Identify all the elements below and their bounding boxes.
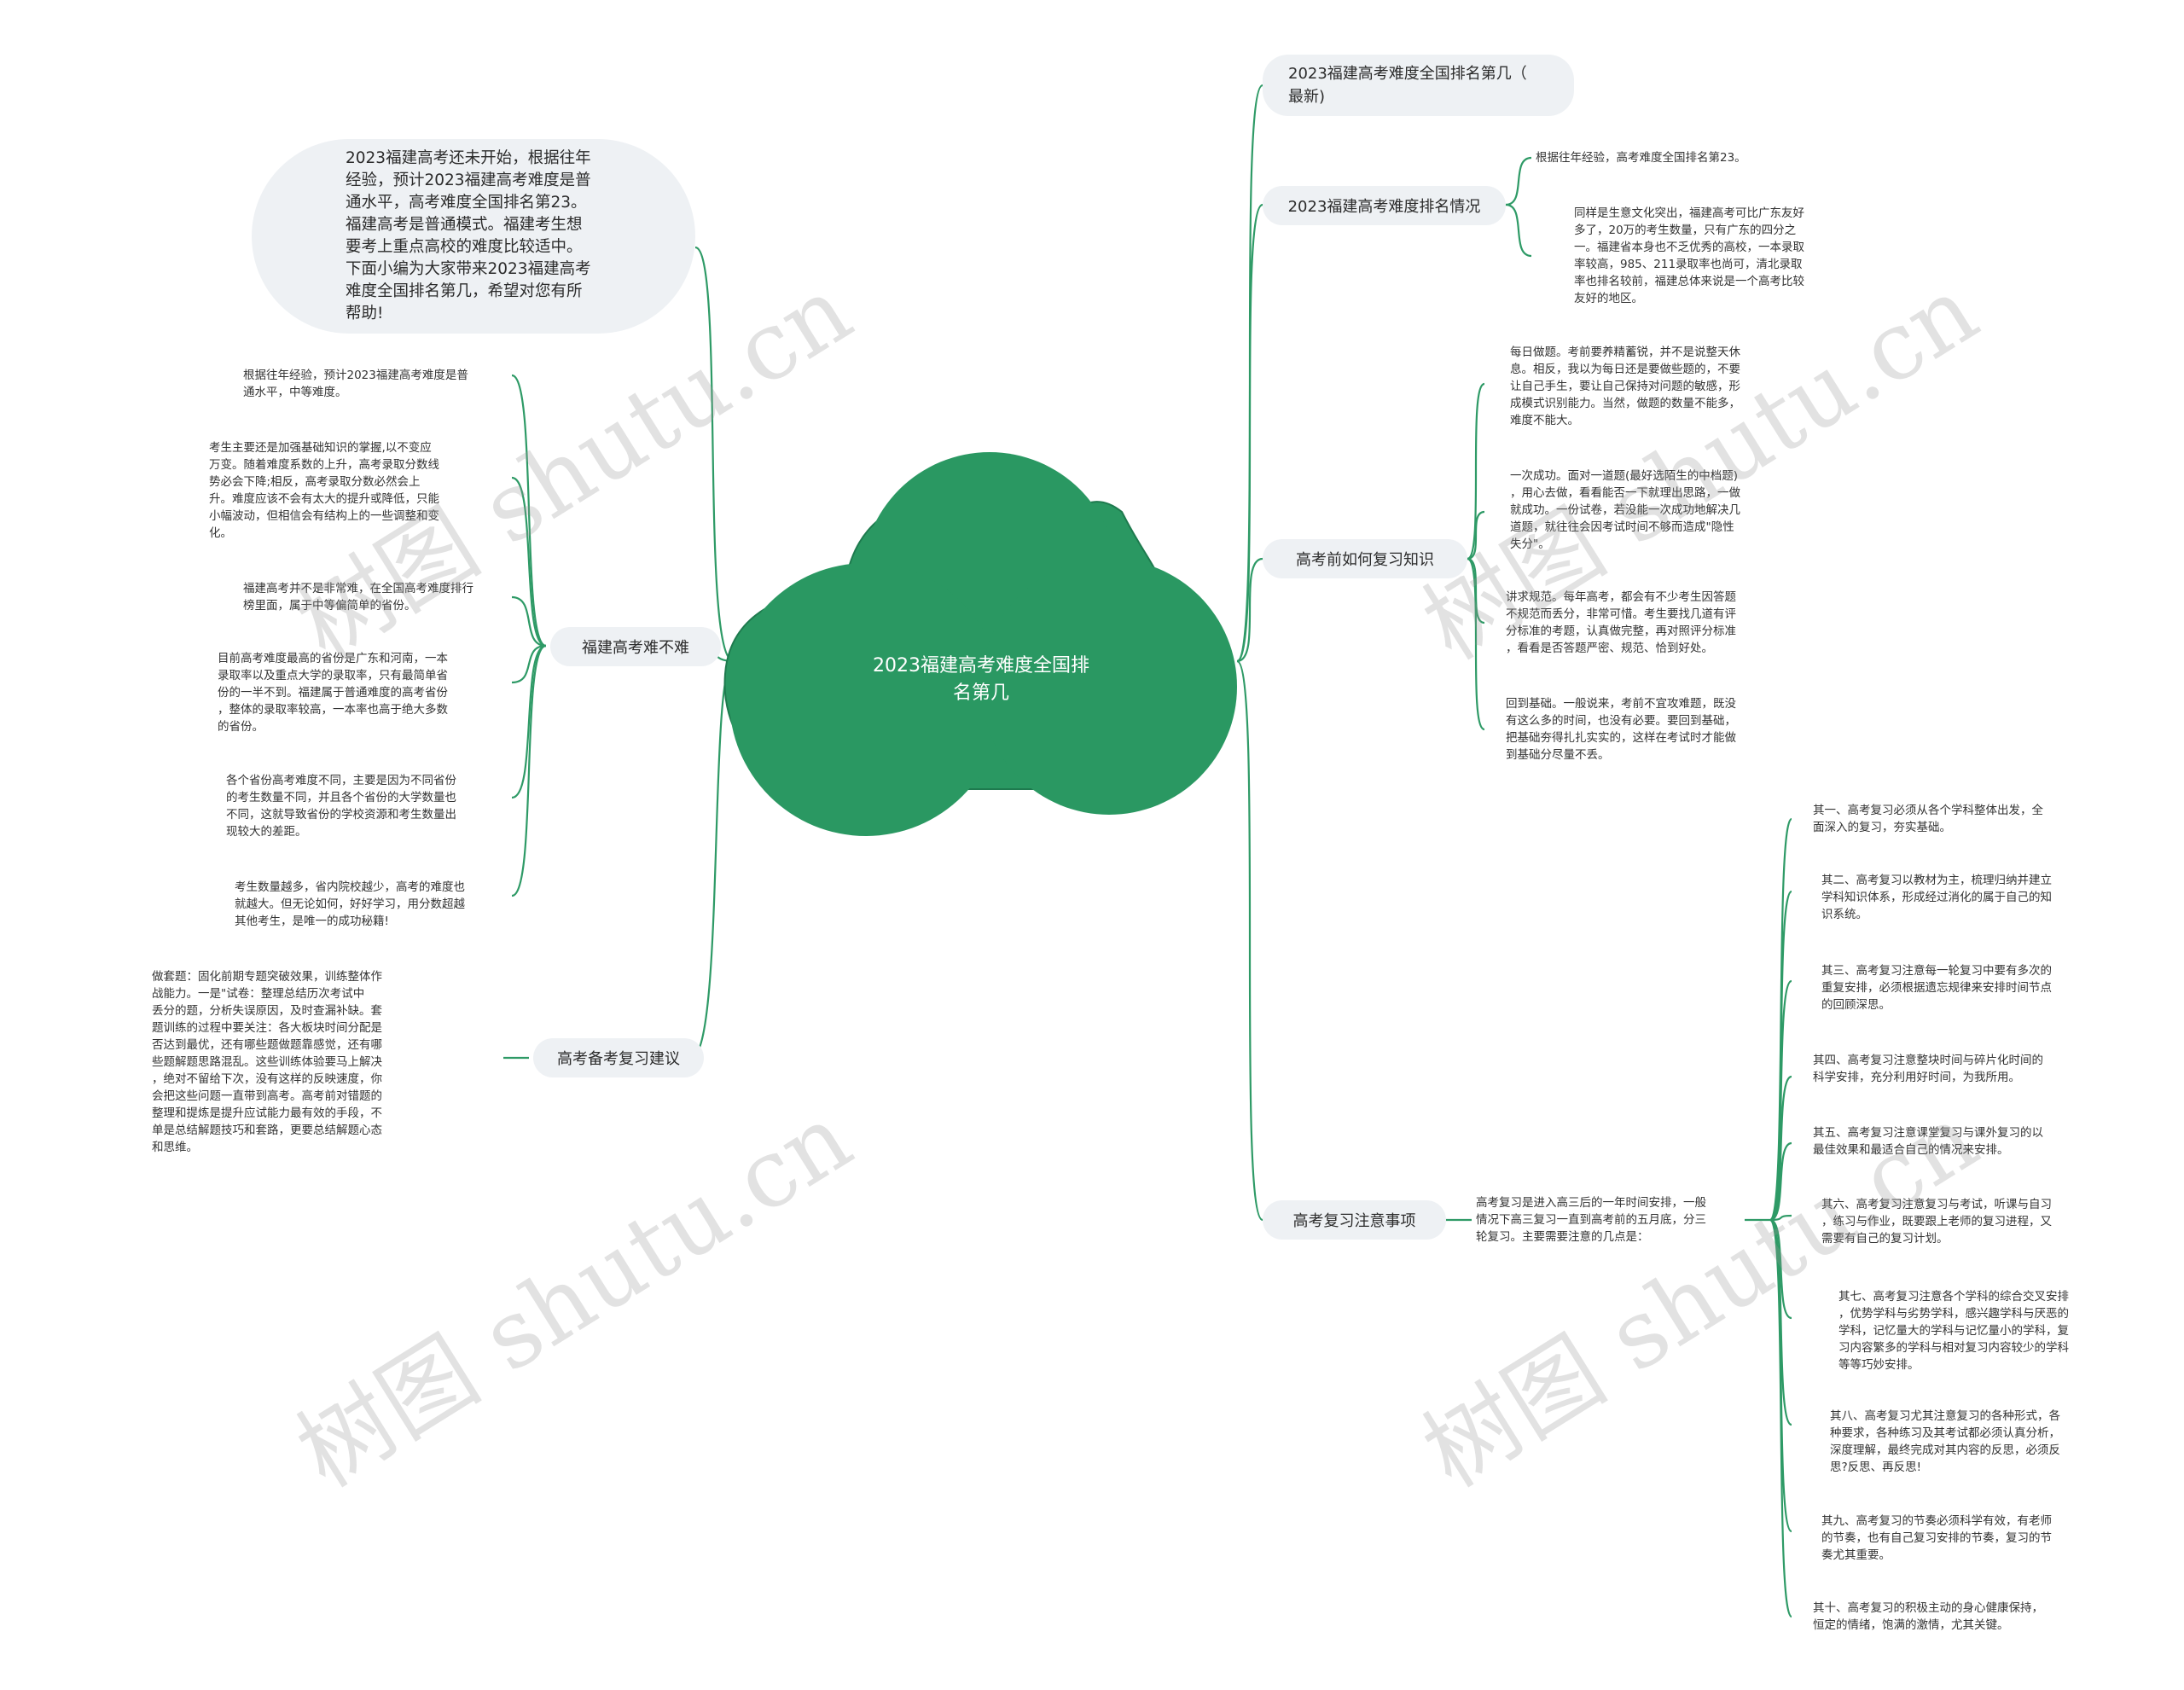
leaf-text: 讲求规范。每年高考，都会有不少考生因答题 不规范而丢分，非常可惜。考生要找几道有… xyxy=(1506,590,1736,655)
leaf-text: 其七、高考复习注意各个学科的综合交叉安排 ，优势学科与劣势学科，感兴趣学科与厌恶… xyxy=(1838,1290,2069,1372)
leaf-text: 考生数量越多，省内院校越少，高考的难度也 就越大。但无论如何，好好学习，用分数超… xyxy=(235,880,465,928)
branch-ranking-situation[interactable]: 2023福建高考难度排名情况 xyxy=(1263,186,1506,225)
branch-fujian-difficulty[interactable]: 福建高考难不难 xyxy=(550,627,721,666)
branch-label: 高考前如何复习知识 xyxy=(1296,551,1434,569)
leaf-text: 目前高考难度最高的省份是广东和河南，一本 录取率以及重点大学的录取率，只有最简单… xyxy=(218,652,448,734)
leaf-text: 其四、高考复习注意整块时间与碎片化时间的 科学安排，充分利用好时间，为我所用。 xyxy=(1813,1054,2043,1084)
branch-review-advice[interactable]: 高考备考复习建议 xyxy=(533,1038,704,1077)
branch-ranking-latest[interactable]: 2023福建高考难度全国排名第几（ 最新) xyxy=(1263,55,1574,116)
leaf-text: 回到基础。一般说来，考前不宜攻难题，既没 有这么多的时间，也没有必要。要回到基础… xyxy=(1506,697,1736,762)
branch-label: 2023福建高考难度全国排名第几（ 最新) xyxy=(1288,65,1527,106)
leaf-text: 其五、高考复习注意课堂复习与课外复习的以 最佳效果和最适合自己的情况来安排。 xyxy=(1813,1126,2043,1157)
leaf-text: 其一、高考复习必须从各个学科整体出发，全 面深入的复习，夯实基础。 xyxy=(1813,804,2043,834)
leaf-text: 做套题：固化前期专题突破效果，训练整体作 战能力。一是"试卷：整理总结历次考试中… xyxy=(152,970,382,1154)
leaf-text: 考生主要还是加强基础知识的掌握,以不变应 万变。随着难度系数的上升，高考录取分数… xyxy=(209,441,439,540)
branch-label: 2023福建高考难度排名情况 xyxy=(1287,198,1481,216)
branch-label: 高考备考复习建议 xyxy=(557,1050,680,1068)
leaf-text: 其八、高考复习尤其注意复习的各种形式，各 种要求，各种练习及其考试都必须认真分析… xyxy=(1830,1409,2060,1474)
leaf-text: 福建高考并不是非常难，在全国高考难度排行 榜里面，属于中等偏简单的省份。 xyxy=(243,582,473,613)
leaf-text: 每日做题。考前要养精蓄锐，并不是说整天休 息。相反，我以为每日还是要做些题的，不… xyxy=(1510,346,1740,427)
central-topic: 2023福建高考难度全国排 名第几 xyxy=(873,655,1089,704)
leaf-text: 其六、高考复习注意复习与考试，听课与自习 ，练习与作业，既要跟上老师的复习进程，… xyxy=(1821,1198,2052,1246)
branch-label: 福建高考难不难 xyxy=(582,639,689,657)
leaf-text: 一次成功。面对一道题(最好选陌生的中档题) ，用心去做，看看能否一下就理出思路，… xyxy=(1510,469,1740,551)
leaf-text: 各个省份高考难度不同，主要是因为不同省份 的考生数量不同，并且各个省份的大学数量… xyxy=(226,774,456,839)
leaf-text: 其十、高考复习的积极主动的身心健康保持， 恒定的情绪，饱满的激情，尤其关键。 xyxy=(1813,1601,2043,1632)
branch-label: 高考复习注意事项 xyxy=(1292,1212,1416,1230)
branch-how-to-review[interactable]: 高考前如何复习知识 xyxy=(1263,539,1467,578)
leaf-text: 根据往年经验，预计2023福建高考难度是普 通水平，中等难度。 xyxy=(243,369,468,399)
leaf-text: 其二、高考复习以教材为主，梳理归纳并建立 学科知识体系，形成经过消化的属于自己的… xyxy=(1821,874,2052,921)
leaf-text: 同样是生意文化突出，福建高考可比广东友好 多了，20万的考生数量，只有广东的四分… xyxy=(1574,206,1804,305)
leaf-text: 根据往年经验，高考难度全国排名第23。 xyxy=(1536,151,1746,165)
branch-review-notes[interactable]: 高考复习注意事项 xyxy=(1263,1200,1446,1240)
intro-node: 2023福建高考还未开始，根据往年 经验，预计2023福建高考难度是普 通水平，… xyxy=(252,139,695,334)
leaf-subtopic: 高考复习是进入高三后的一年时间安排，一般 情况下高三复习一直到高考前的五月底，分… xyxy=(1476,1196,1706,1244)
leaf-text: 其九、高考复习的节奏必须科学有效，有老师 的节奏，也有自己复习安排的节奏，复习的… xyxy=(1821,1514,2052,1562)
leaf-text: 其三、高考复习注意每一轮复习中要有多次的 重复安排，必须根据遗忘规律来安排时间节… xyxy=(1821,964,2052,1012)
